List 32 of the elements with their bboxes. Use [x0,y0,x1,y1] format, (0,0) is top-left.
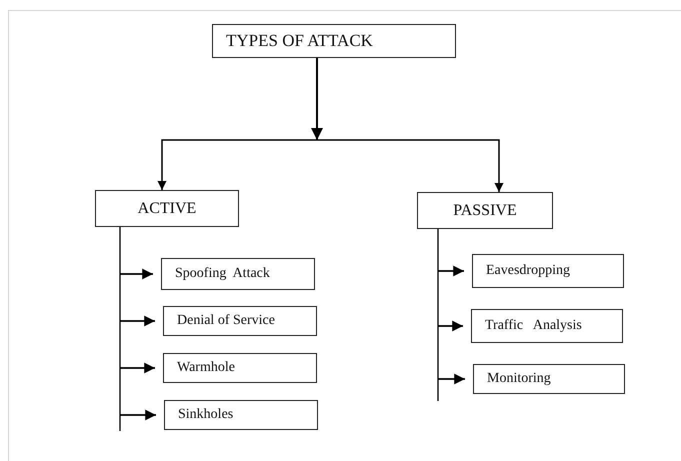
connector-line [119,227,121,431]
text-box [212,24,456,58]
arrow [120,268,153,280]
arrow [311,58,323,140]
box-label: Eavesdropping [486,263,570,279]
text-box [472,254,624,288]
arrow [120,410,156,420]
text-box [163,353,317,383]
box-label: Traffic Analysis [485,318,582,334]
box-label: Spoofing Attack [175,266,270,282]
box-label: ACTIVE [138,200,196,218]
text-box [473,364,625,394]
text-box [471,309,623,343]
arrow [438,320,463,332]
box-label: Sinkholes [178,407,234,423]
box-label: TYPES OF ATTACK [226,31,373,51]
arrow [317,139,504,192]
box-label: Warmhole [177,360,235,376]
box-label: Denial of Service [177,313,275,329]
text-box [417,192,553,229]
arrow [438,266,464,276]
box-label: Monitoring [487,371,551,387]
connector-line [437,229,439,401]
arrow [158,139,317,190]
text-box [161,258,315,290]
text-box [163,306,317,336]
text-box [164,400,318,430]
arrow [120,362,155,374]
arrow [438,374,465,384]
arrow [120,316,155,326]
box-label: PASSIVE [453,202,517,220]
text-box [95,190,239,227]
